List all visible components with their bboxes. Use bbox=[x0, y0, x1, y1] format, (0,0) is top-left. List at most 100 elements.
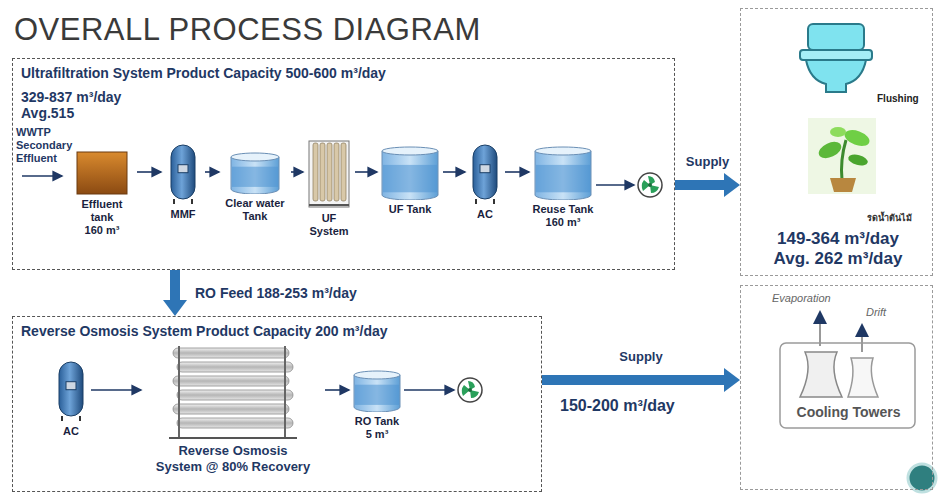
flow-rate-label: 150-200 m³/day bbox=[560, 397, 720, 415]
toilet-icon bbox=[800, 24, 872, 92]
toilet-icon-part bbox=[808, 24, 864, 50]
pump-symbol-part bbox=[648, 183, 652, 187]
uf-icon-part bbox=[309, 141, 349, 207]
ro-icon-part bbox=[178, 346, 180, 438]
edge-label: RO Feed 188-253 m³/day bbox=[193, 285, 359, 301]
process-arrow bbox=[355, 171, 377, 173]
vessel-icon-part bbox=[173, 199, 175, 204]
pump-feed-line bbox=[404, 389, 454, 391]
vessel-icon-part bbox=[178, 165, 188, 173]
diagram-title: OVERALL PROCESS DIAGRAM bbox=[14, 12, 481, 48]
tank-icon-part bbox=[77, 152, 127, 194]
cyl-icon-part bbox=[382, 151, 438, 200]
loss-label: Evaporation bbox=[772, 292, 862, 304]
pump-symbol bbox=[638, 173, 662, 197]
pump-feed-line bbox=[596, 184, 634, 186]
ro-icon-part bbox=[177, 390, 293, 400]
cyl-icon-part bbox=[535, 151, 591, 200]
node-detail: 160 m³ bbox=[69, 224, 135, 237]
equipment-unit: UF System bbox=[305, 137, 353, 238]
slide-ornament bbox=[908, 464, 936, 492]
cooling-tower-figure-part bbox=[800, 352, 842, 397]
node-detail: 5 m³ bbox=[351, 428, 403, 441]
pump-symbol-part bbox=[638, 173, 662, 197]
node-detail: 149-364 m³/day Avg. 262 m³/day bbox=[763, 229, 913, 269]
usage-panel: Cooling Towers bbox=[740, 285, 933, 490]
usage-panel: Flushing รดน้ำต้นไม้ 149-364 m³/day Avg. 2… bbox=[740, 8, 933, 276]
uf-icon-part bbox=[327, 143, 332, 201]
inflow-label: WWTP Secondary Effluent bbox=[16, 126, 78, 165]
plant-icon-part bbox=[847, 153, 869, 168]
vessel-icon-part bbox=[473, 145, 497, 199]
plant-icon-part bbox=[842, 140, 847, 180]
ro-icon-part bbox=[177, 418, 293, 428]
process-arrow bbox=[291, 171, 303, 173]
pump-symbol bbox=[458, 378, 482, 402]
node-label: AC bbox=[467, 208, 503, 221]
ro-icon-part bbox=[177, 362, 293, 372]
ro-icon-part bbox=[284, 346, 286, 438]
equipment-unit: UF Tank bbox=[379, 146, 441, 216]
node-label: AC bbox=[53, 425, 89, 438]
ro-icon-part bbox=[173, 348, 289, 358]
vessel-icon bbox=[168, 143, 198, 205]
cyl-icon-part bbox=[231, 153, 279, 161]
plant-icon-part bbox=[830, 127, 846, 137]
pump-symbol-part bbox=[462, 381, 479, 398]
edge-label: Supply bbox=[617, 349, 664, 364]
node-label: MMF bbox=[163, 208, 203, 221]
process-arrow bbox=[205, 171, 219, 173]
node-label: Clear water Tank bbox=[221, 197, 289, 223]
vessel-icon-part bbox=[171, 145, 195, 199]
ro-icon-part bbox=[173, 404, 289, 414]
node-label: Effluent tank bbox=[69, 198, 135, 224]
inflow-line bbox=[22, 175, 62, 177]
edge-label: Supply bbox=[684, 154, 731, 169]
cooling-tower-figure-part bbox=[780, 343, 915, 428]
node-label: Reuse Tank bbox=[531, 203, 595, 216]
uf-icon-part bbox=[320, 143, 325, 201]
loss-label: Drift bbox=[866, 306, 916, 318]
equipment-unit: Effluent tank160 m³ bbox=[69, 151, 135, 237]
node-label: Flushing bbox=[877, 93, 931, 104]
plant-icon-part bbox=[816, 139, 844, 162]
process-arrow bbox=[505, 171, 529, 173]
plant-icon-part bbox=[842, 127, 871, 149]
node-label: Ultrafiltration System Product Capacity … bbox=[21, 65, 581, 81]
node-label: Reverse Osmosis System @ 80% Recovery bbox=[143, 443, 323, 475]
vessel-icon bbox=[470, 143, 500, 205]
process-arrow bbox=[443, 171, 465, 173]
node-label: Cooling Towers bbox=[781, 404, 916, 420]
node-detail: 329-837 m³/day Avg.515 bbox=[21, 89, 133, 121]
slide-ornament-part bbox=[908, 464, 936, 492]
vessel-icon-part bbox=[493, 199, 495, 204]
node-label: Reverse Osmosis System Product Capacity … bbox=[21, 323, 521, 339]
cyl-icon-part bbox=[383, 165, 437, 192]
node-label: UF Tank bbox=[379, 203, 441, 216]
flow-arrow bbox=[675, 173, 740, 197]
uf-icon-part bbox=[334, 143, 339, 201]
ro-icon-part bbox=[169, 437, 297, 439]
node-label: RO Tank bbox=[351, 415, 403, 428]
tank-icon bbox=[76, 151, 128, 195]
cyl-icon-part bbox=[536, 165, 590, 192]
vessel-icon-part bbox=[61, 416, 63, 421]
node-detail: 160 m³ bbox=[531, 216, 595, 229]
vessel-icon-part bbox=[79, 416, 81, 421]
plant-icon-part bbox=[830, 178, 856, 192]
cyl-icon bbox=[534, 146, 592, 200]
equipment-unit: Clear water Tank bbox=[221, 152, 289, 223]
equipment-unit: AC bbox=[53, 360, 89, 438]
node-detail: รดน้ำต้นไม้ bbox=[867, 211, 931, 225]
system-panel: Ultrafiltration System Product Capacity … bbox=[12, 58, 675, 270]
uf-icon bbox=[307, 137, 351, 209]
cooling-tower-figure bbox=[780, 312, 915, 428]
cyl-icon-part bbox=[355, 385, 399, 405]
cyl-icon-part bbox=[354, 375, 400, 412]
flow-arrow bbox=[163, 270, 187, 316]
uf-icon-part bbox=[313, 143, 318, 201]
cyl-icon-part bbox=[232, 167, 278, 187]
node-label: UF System bbox=[305, 212, 353, 238]
plant-icon-part bbox=[808, 118, 876, 194]
